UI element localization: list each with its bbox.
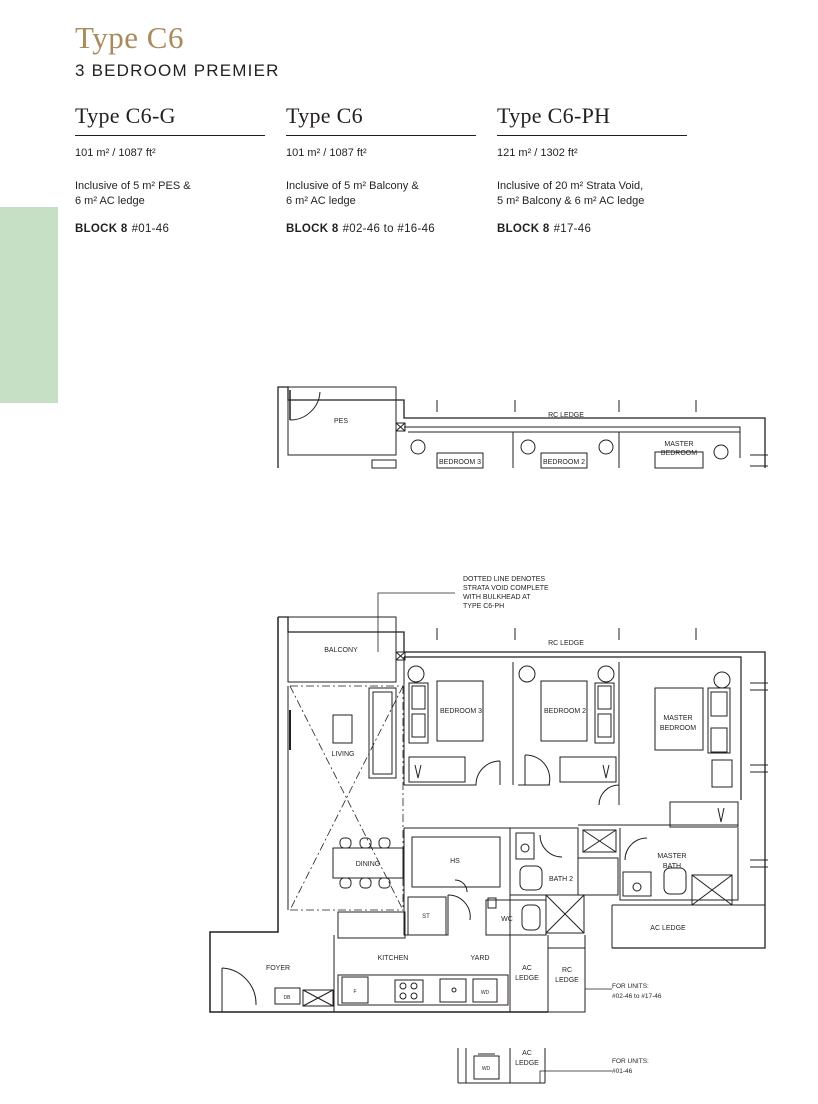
for-units-value: #01-46 (612, 1068, 633, 1075)
unit-description: Inclusive of 5 m² PES & 6 m² AC ledge (75, 179, 265, 209)
room-label-ac-ledge: AC LEDGE (650, 925, 686, 932)
unit-column-c6: Type C6 101 m² / 1087 ft² Inclusive of 5… (286, 103, 476, 235)
unit-description: Inclusive of 20 m² Strata Void, 5 m² Bal… (497, 179, 687, 209)
room-label-foyer: FOYER (266, 965, 290, 972)
block-label: BLOCK 8 (286, 223, 339, 235)
unit-description: Inclusive of 5 m² Balcony & 6 m² AC ledg… (286, 179, 476, 209)
room-label-bedroom2: BEDROOM 2 (544, 708, 586, 715)
unit-column-c6ph: Type C6-PH 121 m² / 1302 ft² Inclusive o… (497, 103, 687, 235)
for-units-label: FOR UNITS: (612, 983, 649, 990)
note-line: TYPE C6-PH (463, 603, 504, 610)
unit-name: Type C6 (286, 103, 476, 136)
unit-block: BLOCK 8#17-46 (497, 223, 687, 235)
unit-name: Type C6-PH (497, 103, 687, 136)
room-label-balcony: BALCONY (324, 647, 358, 654)
room-label-living: LIVING (332, 751, 355, 758)
room-label-yard: YARD (471, 955, 490, 962)
room-label-wc: WC (501, 916, 513, 923)
side-color-tab (0, 207, 58, 403)
unit-block: BLOCK 8#02-46 to #16-46 (286, 223, 476, 235)
unit-area: 101 m² / 1087 ft² (75, 147, 156, 159)
unit-block: BLOCK 8#01-46 (75, 223, 265, 235)
room-label-ac-ledge: LEDGE (515, 1060, 539, 1067)
unit-description-line: 6 m² AC ledge (75, 195, 145, 207)
page-title: Type C6 (75, 20, 184, 55)
room-label-hs: HS (450, 858, 460, 865)
unit-description-line: 5 m² Balcony & 6 m² AC ledge (497, 195, 645, 207)
room-label-st: ST (422, 914, 430, 920)
room-label-ac-ledge: AC (522, 965, 532, 972)
room-label-rc-ledge: LEDGE (555, 977, 579, 984)
for-units-label: FOR UNITS: (612, 1058, 649, 1065)
block-label: BLOCK 8 (497, 223, 550, 235)
room-label-ac-ledge: AC (522, 1050, 532, 1057)
page-subtitle: 3 BEDROOM PREMIER (75, 61, 280, 80)
unit-description-line: Inclusive of 20 m² Strata Void, (497, 180, 644, 192)
fixture-label-wd: WD (482, 1066, 491, 1072)
room-label-bath2: BATH 2 (549, 876, 573, 883)
note-line: STRATA VOID COMPLETE (463, 585, 549, 592)
block-units: #02-46 to #16-46 (342, 223, 435, 235)
unit-description-line: Inclusive of 5 m² Balcony & (286, 180, 419, 192)
block-label: BLOCK 8 (75, 223, 128, 235)
unit-name: Type C6-G (75, 103, 265, 136)
unit-description-line: 6 m² AC ledge (286, 195, 356, 207)
fixture-label-wd: WD (481, 990, 490, 996)
room-label-master-bedroom: MASTER (664, 441, 693, 448)
for-units-value: #02-46 to #17-46 (612, 993, 662, 1000)
room-label-rc-ledge: RC LEDGE (548, 640, 584, 647)
room-label-dining: DINING (356, 861, 381, 868)
room-label-rc-ledge: RC LEDGE (548, 412, 584, 419)
fixture-label-fridge: F (353, 989, 356, 995)
room-label-kitchen: KITCHEN (378, 955, 409, 962)
room-label-pes: PES (334, 418, 348, 425)
unit-area: 121 m² / 1302 ft² (497, 147, 578, 159)
room-label-master-bath: BATH (663, 863, 681, 870)
room-label-bedroom3: BEDROOM 3 (440, 708, 482, 715)
room-label-master-bedroom: MASTER (663, 715, 692, 722)
room-label-ac-ledge: LEDGE (515, 975, 539, 982)
note-line: WITH BULKHEAD AT (463, 594, 531, 601)
fixture-label-db: DB (284, 995, 292, 1001)
unit-description-line: Inclusive of 5 m² PES & (75, 180, 191, 192)
block-units: #17-46 (553, 223, 592, 235)
room-label-master-bath: MASTER (657, 853, 686, 860)
unit-column-c6g: Type C6-G 101 m² / 1087 ft² Inclusive of… (75, 103, 265, 235)
room-label-bedroom2: BEDROOM 2 (543, 459, 585, 466)
room-label-master-bedroom: BEDROOM (660, 725, 696, 732)
note-line: DOTTED LINE DENOTES (463, 576, 545, 583)
room-label-rc-ledge: RC (562, 967, 572, 974)
block-units: #01-46 (131, 223, 170, 235)
room-label-bedroom3: BEDROOM 3 (439, 459, 481, 466)
room-label-master-bedroom: BEDROOM (661, 450, 697, 457)
unit-area: 101 m² / 1087 ft² (286, 147, 367, 159)
